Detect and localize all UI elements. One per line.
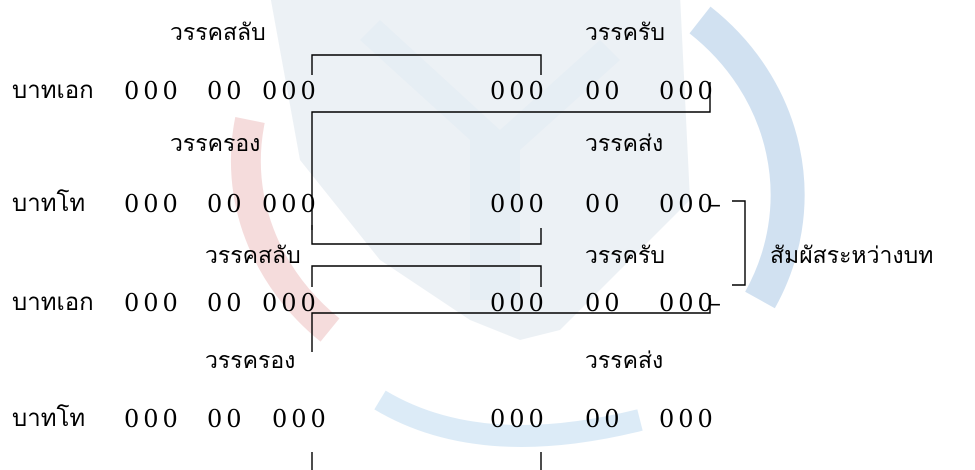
upper-left-label: วรรครอง	[170, 131, 261, 157]
connector-1-internal	[311, 54, 542, 75]
upper-left-label: วรรครอง	[205, 348, 296, 374]
trailing-dash: –	[709, 289, 721, 317]
syllable-group: 000	[262, 289, 320, 317]
syllable-group: 00	[207, 289, 246, 317]
watermark-ring-right	[689, 6, 805, 309]
line-label: บาทโท	[12, 404, 86, 432]
upper-right-label: วรรครับ	[585, 20, 665, 46]
syllable-group: 000	[124, 405, 182, 433]
connector-3-internal	[311, 265, 542, 287]
upper-right-label: วรรครับ	[585, 243, 665, 269]
watermark-ring-left	[230, 117, 340, 342]
syllable-group: 000	[262, 77, 320, 105]
syllable-group: 000	[262, 190, 320, 218]
upper-left-label: วรรคสลับ	[170, 20, 266, 46]
line-label: บาทเอก	[12, 76, 94, 104]
syllable-group: 000	[659, 190, 717, 218]
syllable-group: 000	[490, 190, 548, 218]
syllable-group: 000	[490, 77, 548, 105]
upper-right-label: วรรคส่ง	[585, 348, 664, 374]
connector-1-to-2	[311, 82, 711, 230]
watermark-emblem	[360, 20, 620, 300]
connector-2-bottom	[311, 225, 542, 245]
syllable-group: 00	[585, 77, 624, 105]
inter-stanza-label: สัมผัสระหว่างบท	[770, 243, 934, 269]
line-label: บาทเอก	[12, 288, 94, 316]
inter-stanza-bracket	[732, 200, 746, 286]
syllable-group: 00	[207, 190, 246, 218]
syllable-group: 000	[659, 77, 717, 105]
upper-left-label: วรรคสลับ	[205, 243, 301, 269]
upper-right-label: วรรคส่ง	[585, 131, 664, 157]
syllable-group: 000	[124, 289, 182, 317]
syllable-group: 000	[659, 405, 717, 433]
syllable-group: 000	[124, 77, 182, 105]
syllable-group: 00	[207, 405, 246, 433]
syllable-group: 00	[207, 77, 246, 105]
syllable-group: 000	[490, 289, 548, 317]
syllable-group: 00	[585, 405, 624, 433]
syllable-group: 000	[124, 190, 182, 218]
trailing-dash: –	[709, 190, 721, 218]
syllable-group: 000	[659, 289, 717, 317]
line-label: บาทโท	[12, 189, 86, 217]
connector-3-to-4	[311, 295, 711, 352]
syllable-group: 00	[585, 289, 624, 317]
watermark-ring-bottom	[374, 390, 643, 447]
syllable-group: 00	[585, 190, 624, 218]
syllable-group: 000	[490, 405, 548, 433]
syllable-group: 000	[272, 405, 330, 433]
